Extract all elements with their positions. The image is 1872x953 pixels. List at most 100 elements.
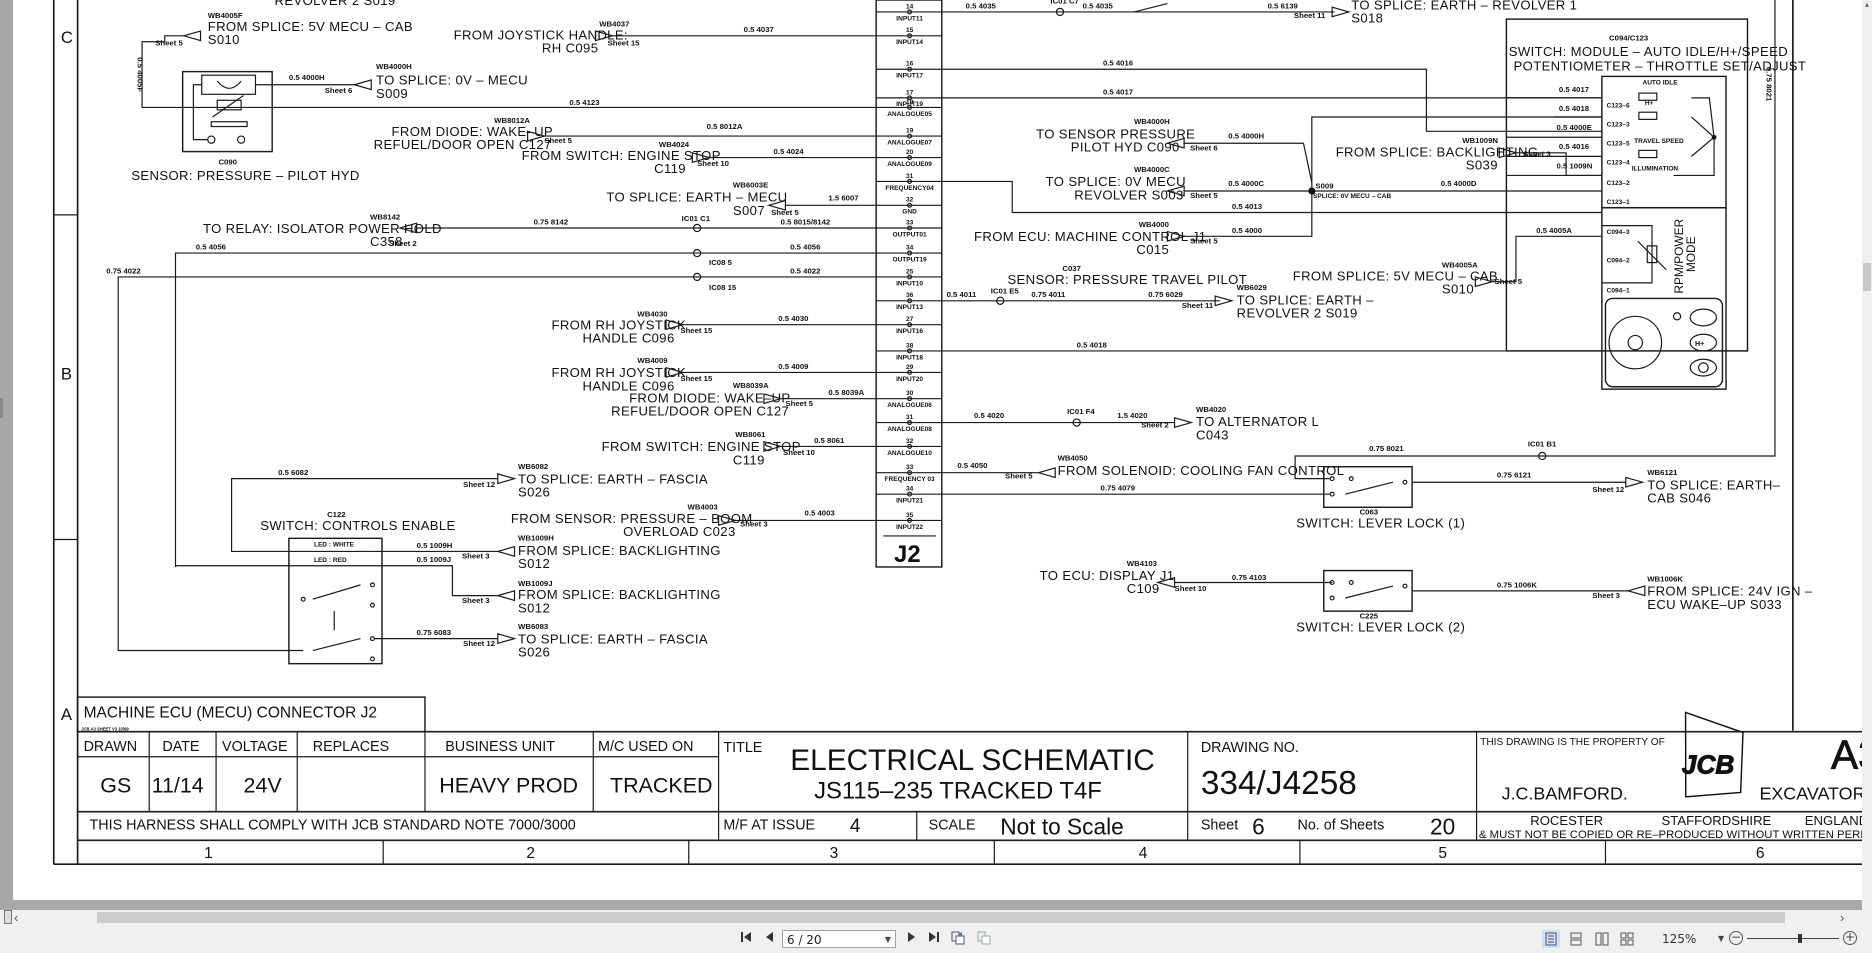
pin-terminal	[907, 491, 913, 497]
svg-text:Sheet 5: Sheet 5	[1190, 191, 1218, 200]
zoom-dropdown-icon[interactable]: ▼	[1718, 934, 1725, 943]
svg-text:0.5 4035: 0.5 4035	[1083, 1, 1114, 10]
pin-terminal	[907, 470, 913, 476]
svg-text:S026: S026	[518, 485, 550, 500]
zoom-in-button[interactable]: +	[1843, 930, 1857, 945]
svg-text:0.5 6139: 0.5 6139	[1268, 1, 1299, 10]
mc-used-on-value: TRACKED	[610, 774, 713, 798]
next-view-button[interactable]	[976, 930, 992, 948]
scroll-corner	[4, 910, 12, 924]
scroll-up-icon[interactable]: ▴	[1864, 0, 1869, 9]
svg-text:Sheet 11: Sheet 11	[1182, 301, 1214, 310]
scroll-left-icon[interactable]: ‹	[14, 910, 19, 925]
svg-text:Sheet 12: Sheet 12	[1592, 485, 1624, 494]
svg-text:0.5 4000: 0.5 4000	[1232, 226, 1262, 235]
svg-text:0.75 8021: 0.75 8021	[1765, 67, 1774, 102]
company-name: J.C.BAMFORD.	[1502, 784, 1628, 804]
svg-text:S009: S009	[376, 86, 408, 101]
svg-text:HANDLE C096: HANDLE C096	[583, 331, 675, 346]
zoom-level[interactable]: 125%	[1662, 932, 1697, 946]
svg-text:LED : WHITE: LED : WHITE	[314, 542, 355, 549]
svg-text:Sheet 5: Sheet 5	[785, 399, 813, 408]
svg-text:TITLE: TITLE	[723, 740, 762, 756]
pin-number: 36	[906, 292, 914, 299]
svg-text:FROM SPLICE: BACKLIGHTING: FROM SPLICE: BACKLIGHTING	[518, 587, 721, 602]
svg-text:0.75 6029: 0.75 6029	[1148, 290, 1183, 299]
business-unit-value: HEAVY PROD	[439, 774, 578, 798]
pin-name: FREQUENCY 03	[885, 476, 935, 483]
single-page-view-button[interactable]	[1542, 930, 1560, 948]
svg-text:HANDLE C096: HANDLE C096	[583, 378, 675, 393]
first-page-button[interactable]	[738, 930, 754, 948]
svg-text:SENSOR: PRESSURE TRAVEL PIL: SENSOR: PRESSURE TRAVEL PILOT	[1007, 272, 1247, 287]
operator-icon	[1672, 312, 1682, 321]
svg-text:C119: C119	[654, 161, 686, 176]
previous-view-button[interactable]	[950, 930, 966, 948]
previous-page-button[interactable]	[762, 930, 778, 948]
pin-terminal	[907, 33, 913, 39]
svg-text:0.75 4079: 0.75 4079	[1101, 484, 1136, 493]
svg-text:SCALE: SCALE	[929, 818, 976, 834]
throttle-dial-panel	[1604, 297, 1724, 388]
pin-number: 32	[906, 438, 914, 445]
pin-name: ANALOGUE05	[887, 111, 932, 118]
svg-text:WB4037: WB4037	[599, 19, 629, 28]
pin-terminal	[907, 250, 913, 256]
panel-resize-handle[interactable]	[0, 398, 3, 418]
svg-text:4: 4	[1139, 845, 1148, 862]
svg-text:Sheet 5: Sheet 5	[155, 38, 183, 47]
svg-text:M/C USED ON: M/C USED ON	[598, 739, 693, 755]
vertical-scrollbar[interactable]: ▴	[1862, 0, 1872, 910]
svg-text:0.5 4000E: 0.5 4000E	[1557, 123, 1592, 132]
zoom-out-button[interactable]: −	[1729, 930, 1743, 945]
scroll-right-icon[interactable]: ›	[1840, 910, 1845, 925]
horizontal-scroll-thumb[interactable]	[97, 912, 1785, 923]
svg-text:C037: C037	[1062, 264, 1081, 273]
svg-text:TO RELAY: ISOLATOR POWER H: TO RELAY: ISOLATOR POWER HOLD	[203, 221, 442, 236]
svg-text:0.75 4022: 0.75 4022	[106, 266, 140, 275]
facing-pages-icon	[1595, 932, 1609, 946]
svg-text:0.75 6083: 0.75 6083	[417, 628, 452, 637]
svg-text:WB1006K: WB1006K	[1647, 574, 1683, 583]
svg-text:Sheet 10: Sheet 10	[1175, 584, 1207, 593]
pin-terminal	[907, 95, 913, 101]
svg-text:WB4005F: WB4005F	[208, 11, 243, 20]
svg-text:WB4030: WB4030	[637, 309, 667, 318]
page-number-select[interactable]: 6 / 20 ▼	[782, 930, 896, 948]
svg-text:TO ECU: DISPLAY J1: TO ECU: DISPLAY J1	[1040, 568, 1175, 583]
next-page-button[interactable]	[903, 930, 919, 948]
svg-text:0.5 4000D: 0.5 4000D	[1441, 179, 1477, 188]
zoom-slider-knob[interactable]	[1798, 934, 1802, 943]
horizontal-scrollbar[interactable]: ‹ ›	[0, 910, 1872, 925]
continuous-facing-view-button[interactable]	[1617, 930, 1635, 948]
grid-row-c: C	[61, 28, 73, 47]
schematic-drawing: C B A J2 14INPUT1115INPUT1416INPUT1717IN…	[52, 0, 1872, 866]
facing-view-button[interactable]	[1592, 930, 1610, 948]
svg-text:WB4000: WB4000	[1139, 220, 1169, 229]
last-page-button[interactable]	[926, 930, 942, 948]
svg-text:0.5 8061: 0.5 8061	[814, 436, 845, 445]
svg-text:0.5 4005F: 0.5 4005F	[135, 57, 144, 92]
svg-text:TO SPLICE: EARTH – MECU: TO SPLICE: EARTH – MECU	[606, 190, 787, 205]
single-page-icon	[1545, 932, 1557, 946]
svg-text:Sheet 2: Sheet 2	[1141, 420, 1169, 429]
pin-name: ANALOGUE08	[887, 426, 932, 433]
pin-terminal	[907, 369, 913, 375]
svg-text:Sheet 3: Sheet 3	[1592, 591, 1620, 600]
voltage-value: 24V	[244, 774, 283, 798]
svg-text:WB6082: WB6082	[518, 462, 548, 471]
svg-text:0.5 4000H: 0.5 4000H	[1228, 131, 1264, 140]
svg-text:C123–5: C123–5	[1607, 141, 1630, 148]
svg-text:IC01 C7: IC01 C7	[1050, 0, 1078, 6]
svg-text:0.5 1009H: 0.5 1009H	[417, 541, 453, 550]
grid-row-b: B	[61, 365, 72, 384]
continuous-view-button[interactable]	[1567, 930, 1585, 948]
vertical-scroll-thumb[interactable]	[1863, 263, 1871, 291]
svg-text:WB8012A: WB8012A	[494, 116, 530, 125]
svg-text:TO SPLICE: 0V MECU: TO SPLICE: 0V MECU	[1046, 174, 1186, 189]
switch-c063	[1323, 465, 1413, 509]
zoom-slider[interactable]	[1747, 934, 1839, 943]
svg-text:Sheet 3: Sheet 3	[740, 519, 768, 528]
